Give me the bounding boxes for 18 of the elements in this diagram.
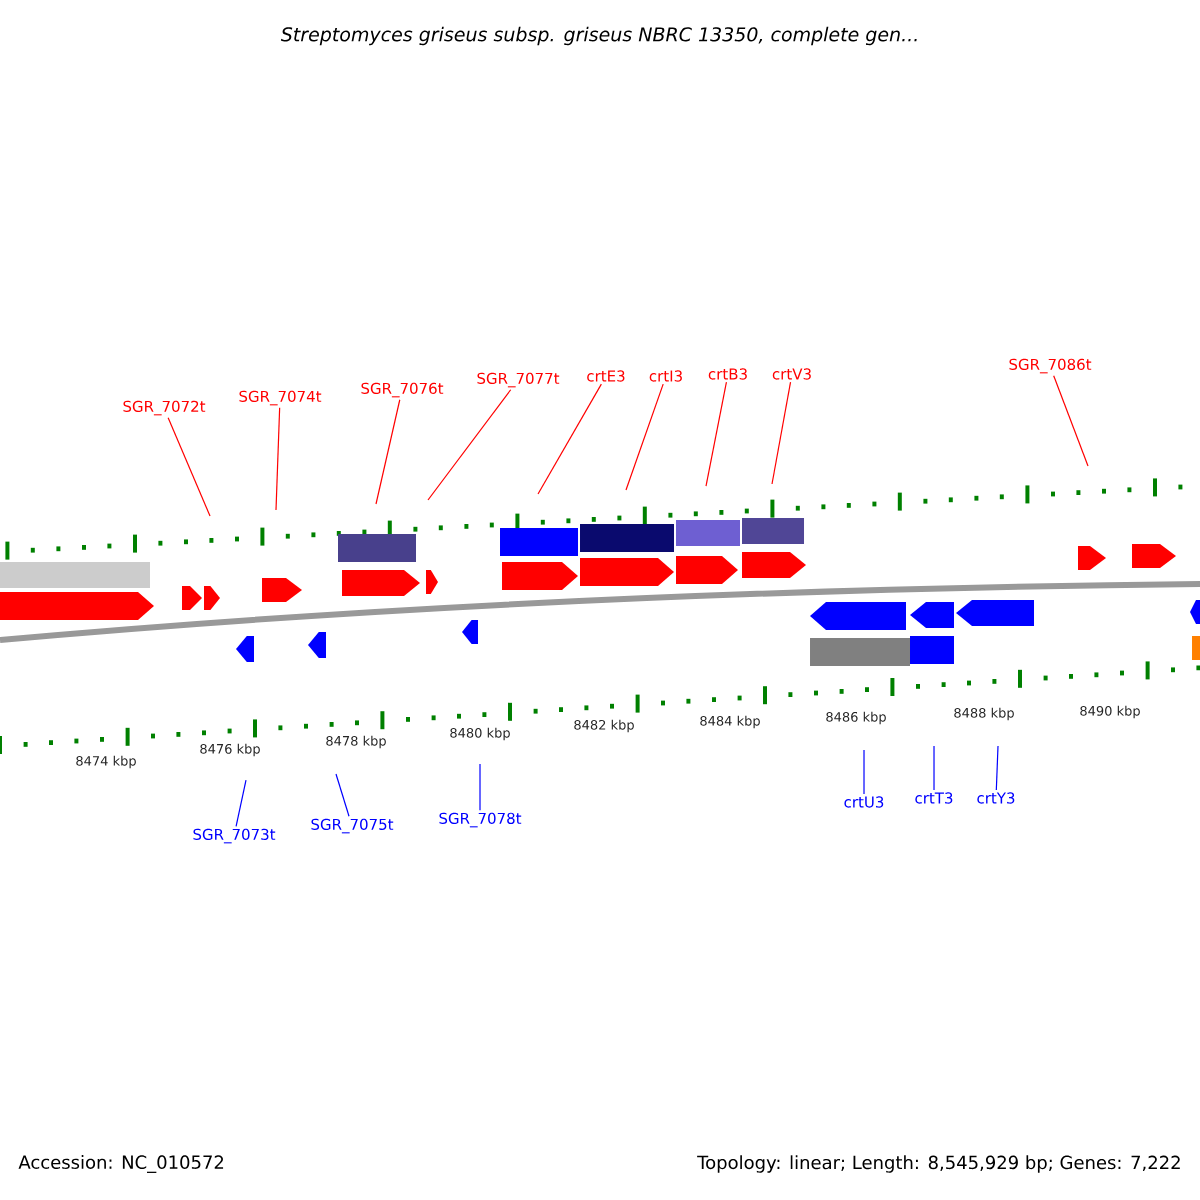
leader-line [275,407,281,511]
leader-line [705,381,727,487]
leader-line [771,381,792,485]
leader-line [537,383,602,495]
leader-line [235,779,247,827]
leader-line [625,383,664,491]
leader-line [375,399,401,505]
leader-line [1053,375,1089,467]
footer-text: Accession: NC_010572 [18,1155,224,1173]
leader-line [933,745,935,791]
leader-line [995,745,999,791]
leader-line [479,763,481,811]
leader-line [863,749,865,795]
footer-text: Topology: linear; Length: 8,545,929 bp; Genes: 7,222 [697,1155,1180,1173]
leader-line [167,417,211,517]
title: Streptomyces griseus subsp. griseus NBRC 13350, complete gen... [280,26,917,46]
leader-line [335,773,350,817]
leader-line [427,389,512,501]
